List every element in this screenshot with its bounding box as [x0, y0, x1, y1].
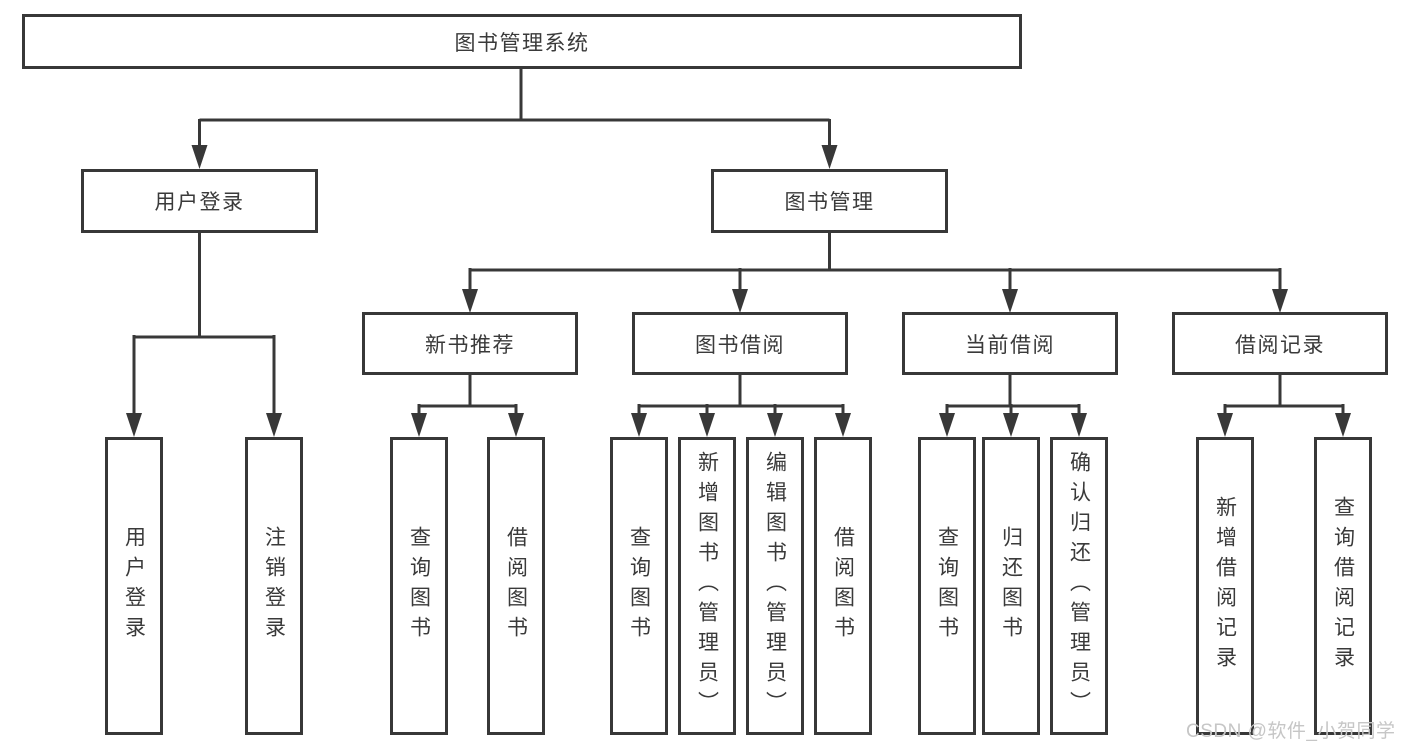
leaf-cb-return-books: 归还图书: [982, 437, 1040, 735]
node-label: 借阅记录: [1235, 333, 1325, 357]
leaf-cb-confirm-return-admin: 确认归还（管理员）: [1050, 437, 1108, 735]
leaf-bb-edit-books-admin: 编辑图书（管理员）: [746, 437, 804, 735]
node-label: 归还图书: [999, 526, 1023, 646]
leaf-bb-add-books-admin: 新增图书（管理员）: [678, 437, 736, 735]
node-label: 图书借阅: [695, 333, 785, 357]
node-label: 借阅图书: [831, 526, 855, 646]
node-label: 注销登录: [262, 526, 286, 646]
node-label: 查询图书: [407, 526, 431, 646]
node-label: 新书推荐: [425, 333, 515, 357]
node-label: 编辑图书（管理员）: [763, 451, 787, 721]
node-label: 当前借阅: [965, 333, 1055, 357]
node-book-management: 图书管理: [711, 169, 948, 233]
node-current-borrowing: 当前借阅: [902, 312, 1118, 375]
leaf-cb-query-books: 查询图书: [918, 437, 976, 735]
leaf-user-login: 用户登录: [105, 437, 163, 735]
node-label: 用户登录: [122, 526, 146, 646]
node-borrowing-records: 借阅记录: [1172, 312, 1388, 375]
node-label: 用户登录: [154, 191, 245, 214]
node-book-borrowing: 图书借阅: [632, 312, 848, 375]
node-label: 确认归还（管理员）: [1067, 451, 1091, 721]
node-label: 查询借阅记录: [1331, 496, 1355, 676]
node-label: 新增借阅记录: [1213, 496, 1237, 676]
node-label: 查询图书: [627, 526, 651, 646]
arrowheads: [126, 145, 1351, 437]
node-user-login: 用户登录: [81, 169, 318, 233]
node-label: 图书管理: [784, 191, 875, 214]
node-library-system: 图书管理系统: [22, 14, 1022, 69]
node-label: 图书管理系统: [454, 31, 590, 55]
node-label: 查询图书: [935, 526, 959, 646]
leaf-nb-query-books: 查询图书: [390, 437, 448, 735]
csdn-watermark: CSDN @软件_小贺同学: [1186, 721, 1396, 742]
leaf-br-query-record: 查询借阅记录: [1314, 437, 1372, 735]
leaf-nb-borrow-books: 借阅图书: [487, 437, 545, 735]
leaf-logout: 注销登录: [245, 437, 303, 735]
leaf-br-add-record: 新增借阅记录: [1196, 437, 1254, 735]
node-label: 借阅图书: [504, 526, 528, 646]
leaf-bb-query-books: 查询图书: [610, 437, 668, 735]
node-label: 新增图书（管理员）: [695, 451, 719, 721]
leaf-bb-borrow-books: 借阅图书: [814, 437, 872, 735]
node-new-book-recommendation: 新书推荐: [362, 312, 578, 375]
